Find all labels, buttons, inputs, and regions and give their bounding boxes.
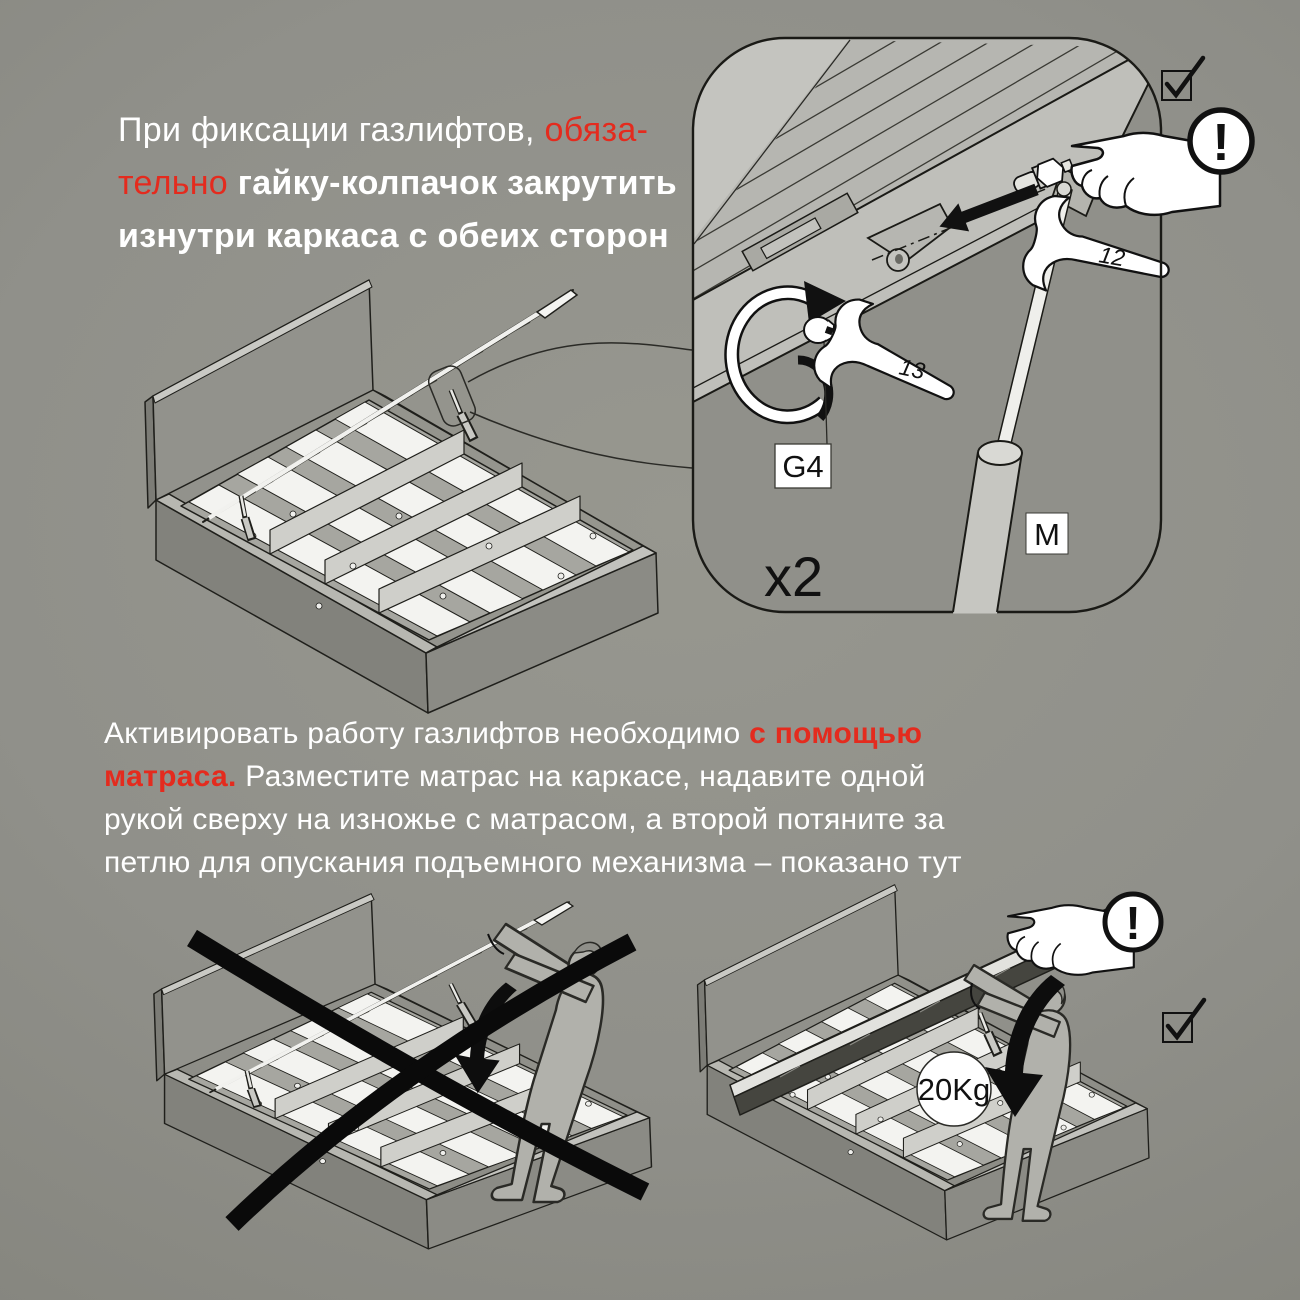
wrench-13-label: 13 — [897, 353, 928, 384]
cross-icon — [187, 929, 650, 1231]
top-note-red-text: тельно — [118, 164, 238, 202]
middle-note-red-text: матраса. — [104, 760, 237, 793]
part-label-m-text: M — [1034, 517, 1060, 552]
rail-slot — [741, 192, 859, 272]
middle-note-line3: рукой сверху на изножье с матрасом, а вт… — [104, 798, 962, 841]
middle-note-red-text: с помощью — [749, 717, 923, 750]
part-label-m: M — [1025, 512, 1069, 555]
rotation-arrow-icon — [724, 281, 846, 425]
exclamation-icon: ! — [1187, 107, 1255, 175]
correct-method-illustration: 20Kg ! — [696, 884, 1300, 1241]
top-note-bold-text: изнутри каркаса с обеих сторон — [118, 217, 669, 255]
top-note-text: При фиксации газлифтов, — [118, 111, 545, 149]
exclamation-mark: ! — [1212, 114, 1229, 172]
callout-leader-lines — [467, 342, 693, 469]
weight-label: 20Kg — [918, 1072, 990, 1107]
top-note-line3: изнутри каркаса с обеих сторон — [118, 210, 677, 263]
middle-note-line1: Активировать работу газлифтов необходимо… — [104, 712, 962, 755]
middle-note-text: Активировать работу газлифтов необходимо — [104, 717, 750, 750]
top-note-red-text: обяза- — [544, 111, 649, 149]
wrench-12-label: 12 — [1097, 241, 1127, 271]
exclamation-mark: ! — [1125, 897, 1140, 949]
middle-note-text: рукой сверху на изножье с матрасом, а вт… — [104, 803, 945, 836]
insert-arrow-icon — [939, 183, 1039, 232]
middle-note-line4: петлю для опускания подъемного механизма… — [104, 841, 962, 884]
wrench-13-icon: 13 — [805, 290, 975, 439]
detail-panel: 13 12 G4 — [691, 36, 1255, 614]
panel-border — [691, 36, 1163, 614]
quantity-label: x2 — [764, 545, 823, 608]
exclamation-icon: ! — [1102, 891, 1164, 953]
wrench-12-icon: 12 — [1017, 189, 1182, 320]
middle-note-text: Разместите матрас на каркасе, надавите о… — [236, 760, 926, 793]
checkmark-icon — [1162, 58, 1203, 100]
weight-badge: 20Kg — [916, 1051, 992, 1127]
wrong-method-illustration — [153, 893, 653, 1250]
middle-note-text: петлю для опускания подъемного механизма… — [104, 846, 962, 879]
part-label-g4: G4 — [774, 443, 832, 489]
part-label-g4-text: G4 — [782, 449, 823, 484]
callout-area — [427, 365, 477, 427]
top-note: При фиксации газлифтов, обяза- тельно га… — [118, 104, 677, 263]
gas-lift-strut — [977, 1012, 1003, 1058]
gaslift-fixing-illustration: 13 12 G4 — [144, 36, 1255, 714]
checkmark-icon — [1163, 1000, 1204, 1042]
middle-note-line2: матраса. Разместите матрас на каркасе, н… — [104, 755, 962, 798]
gaslift-cylinder — [952, 440, 1023, 614]
top-note-bold-text: гайку-колпачок закрутить — [237, 164, 677, 202]
top-note-line2: тельно гайку-колпачок закрутить — [118, 157, 677, 210]
top-note-line1: При фиксации газлифтов, обяза- — [118, 104, 677, 157]
middle-note: Активировать работу газлифтов необходимо… — [104, 712, 962, 884]
